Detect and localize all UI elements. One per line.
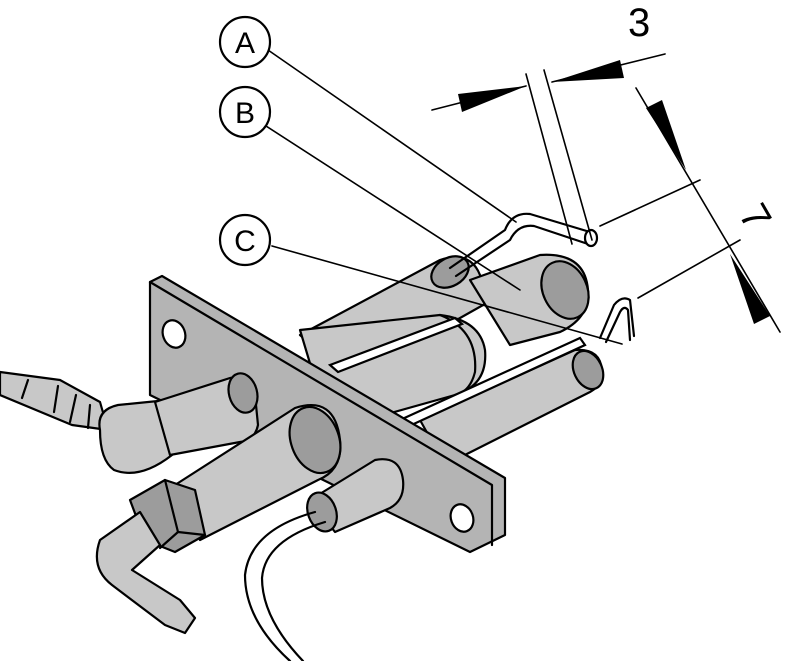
gap-arrow-left — [458, 86, 526, 112]
callout-a-label: A — [235, 27, 255, 60]
dimension-height: 7 — [599, 87, 781, 333]
dimension-gap: 3 — [431, 1, 666, 245]
front-pipe — [95, 403, 342, 635]
callout-c: C — [218, 213, 272, 267]
height-arrow-top — [646, 100, 686, 170]
callout-b-label: B — [235, 97, 255, 130]
height-value: 7 — [730, 197, 779, 238]
callout-leaders — [265, 49, 623, 345]
callout-b: B — [218, 85, 272, 139]
gas-fitting — [0, 370, 260, 474]
plate-hole-left — [161, 319, 187, 349]
electrode-c — [598, 297, 636, 344]
ignition-cable — [243, 458, 405, 661]
gap-arrow-right — [552, 60, 624, 82]
height-arrow-bottom — [730, 254, 770, 324]
callout-a: A — [218, 15, 272, 69]
plate-hole-right — [449, 503, 475, 533]
callout-c-label: C — [234, 225, 256, 258]
electrode-a — [448, 212, 599, 278]
gap-value: 3 — [628, 1, 650, 45]
